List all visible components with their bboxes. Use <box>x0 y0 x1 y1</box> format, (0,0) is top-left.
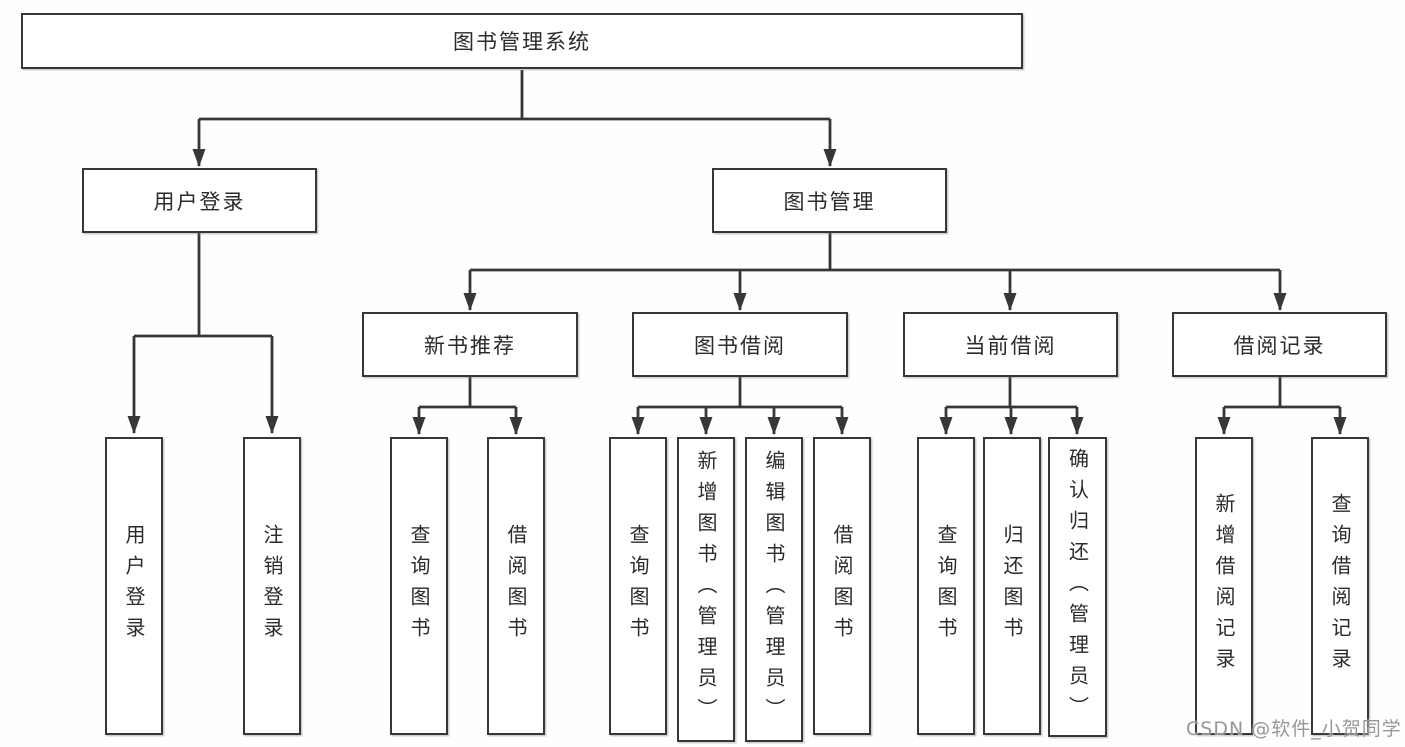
leaf-cb-confirm-return-admin: 确认归还（管理员） <box>1048 437 1107 737</box>
leaf-logout: 注销登录 <box>243 437 301 735</box>
node-new-book-recommend: 新书推荐 <box>362 312 578 377</box>
leaf-nbr-query-book: 查询图书 <box>390 437 448 735</box>
leaf-bb-query-book: 查询图书 <box>609 437 667 735</box>
leaf-user-login: 用户登录 <box>105 437 163 735</box>
node-current-borrow: 当前借阅 <box>903 312 1118 377</box>
leaf-cb-query-book: 查询图书 <box>917 437 975 735</box>
leaf-nbr-borrow-book: 借阅图书 <box>487 437 545 735</box>
leaf-bb-edit-book-admin: 编辑图书（管理员） <box>745 437 803 742</box>
leaf-bb-add-book-admin: 新增图书（管理员） <box>677 437 735 742</box>
leaf-br-add-record: 新增借阅记录 <box>1195 437 1253 735</box>
watermark-text: CSDN @软件_小贺同学 <box>1186 718 1402 740</box>
leaf-br-query-record: 查询借阅记录 <box>1311 437 1369 735</box>
node-borrow-records: 借阅记录 <box>1172 312 1387 377</box>
node-user-login: 用户登录 <box>82 168 317 233</box>
node-book-borrow: 图书借阅 <box>632 312 848 377</box>
leaf-cb-return-book: 归还图书 <box>983 437 1041 735</box>
leaf-bb-borrow-book: 借阅图书 <box>813 437 871 735</box>
node-book-management: 图书管理 <box>712 168 947 233</box>
node-root-system: 图书管理系统 <box>21 13 1023 69</box>
